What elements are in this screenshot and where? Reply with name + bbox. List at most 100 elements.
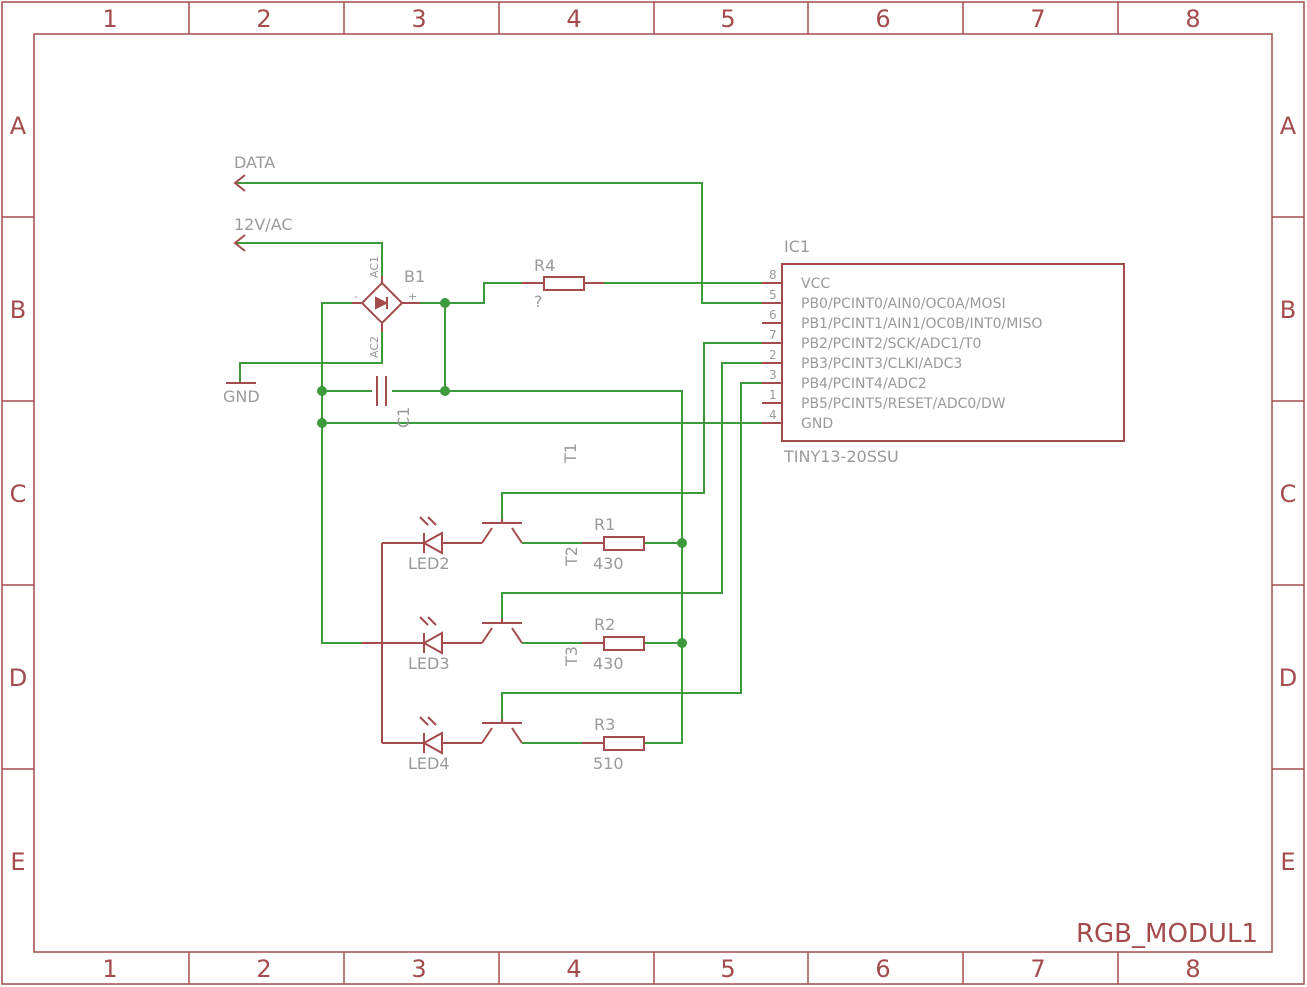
sheet-title: RGB_MODUL1 — [1076, 919, 1258, 949]
bridge-pin-ac1: AC1 — [368, 256, 381, 278]
ic-pin-number: 1 — [769, 388, 777, 402]
ic-body — [781, 263, 1125, 442]
junction-dot — [440, 386, 450, 396]
resistor-name: R1 — [594, 515, 615, 534]
junction-dot — [317, 386, 327, 396]
resistor-value: 430 — [593, 654, 624, 673]
row-label: B — [1280, 296, 1296, 324]
led-icon — [421, 731, 443, 755]
row-label: D — [9, 664, 27, 692]
junctions — [317, 298, 687, 648]
transistor-name: T2 — [562, 546, 581, 567]
resistor-icon — [543, 276, 585, 291]
ic-pin-label: VCC — [801, 276, 830, 292]
capacitor-c1: C1 — [376, 376, 413, 428]
transistor-name: T3 — [562, 646, 581, 667]
ic-pin-number: 4 — [769, 408, 777, 422]
resistor-icon — [603, 636, 645, 651]
supply-arrow-icon — [233, 234, 246, 252]
bridge-rectifier-b1: B1 AC1 AC2 + - — [352, 256, 425, 358]
column-label: 8 — [1185, 5, 1200, 33]
column-label: 1 — [102, 5, 117, 33]
ic-pin-number: 3 — [769, 368, 777, 382]
ic-pin-label: PB4/PCINT4/ADC2 — [801, 376, 927, 392]
column-label: 4 — [566, 5, 581, 33]
led-name: LED3 — [408, 654, 450, 673]
ic-pin-label: PB1/PCINT1/AIN1/OC0B/INT0/MISO — [801, 316, 1042, 332]
row-label: A — [1280, 112, 1297, 140]
row-label: C — [10, 480, 27, 508]
channel-3: LED4 R3 510 — [382, 715, 645, 773]
wire-bridge-plus — [420, 282, 522, 304]
row-label: E — [1280, 848, 1295, 876]
column-label: 5 — [720, 5, 735, 33]
column-label: 3 — [411, 955, 426, 983]
ic1-attiny13: IC1 TINY13-20SSU 8 VCC 5 PB0/PCINT0/AIN0… — [762, 237, 1125, 466]
row-label: B — [10, 296, 26, 324]
led-icon — [421, 631, 443, 655]
ic-pin-label: PB3/PCINT3/CLKI/ADC3 — [801, 356, 962, 372]
net-label-gnd: GND — [223, 387, 260, 406]
ic-pin-number: 5 — [769, 288, 777, 302]
junction-dot — [677, 638, 687, 648]
resistor-value: 510 — [593, 754, 624, 773]
r4-value: ? — [534, 292, 543, 311]
ic-pin-number: 8 — [769, 268, 777, 282]
net-label-supply: 12V/AC — [234, 215, 293, 234]
wire-12v — [235, 242, 383, 276]
c1-name: C1 — [394, 407, 413, 428]
inner-border — [33, 33, 1273, 953]
column-label: 2 — [256, 955, 271, 983]
column-label: 1 — [102, 955, 117, 983]
r4-name: R4 — [534, 256, 555, 275]
bridge-pin-minus: - — [354, 290, 358, 303]
resistor-icon — [603, 736, 645, 751]
net-label-data: DATA — [234, 153, 275, 172]
junction-dot — [317, 418, 327, 428]
junction-dot — [677, 538, 687, 548]
data-arrow-icon — [233, 174, 246, 192]
led-name: LED4 — [408, 754, 450, 773]
wire-data — [235, 182, 782, 304]
column-label: 2 — [256, 5, 271, 33]
ic-pin-number: 7 — [769, 328, 777, 342]
resistor-r4: R4 ? — [522, 256, 604, 311]
column-label: 3 — [411, 5, 426, 33]
bridge-name: B1 — [404, 267, 425, 286]
ic-pin-number: 6 — [769, 308, 777, 322]
wires — [235, 182, 782, 744]
resistor-value: 430 — [593, 554, 624, 573]
resistor-name: R2 — [594, 615, 615, 634]
junction-dot — [440, 298, 450, 308]
row-label: C — [1280, 480, 1297, 508]
column-label: 6 — [875, 5, 890, 33]
ic-name: IC1 — [784, 237, 810, 256]
net-labels: DATA 12V/AC GND — [223, 153, 293, 406]
column-label: 4 — [566, 955, 581, 983]
channel-2: LED3 T3 R2 430 — [362, 615, 645, 673]
bridge-pin-ac2: AC2 — [368, 336, 381, 358]
column-label: 8 — [1185, 955, 1200, 983]
resistor-icon — [603, 536, 645, 551]
wire-pin3 — [501, 382, 782, 719]
resistor-name: R3 — [594, 715, 615, 734]
ic-pin-number: 2 — [769, 348, 777, 362]
column-label: 5 — [720, 955, 735, 983]
column-label: 7 — [1030, 5, 1045, 33]
wire-gnd-ac2 — [239, 332, 383, 383]
row-label: E — [10, 848, 25, 876]
wire-left-rail — [321, 302, 362, 644]
column-label: 6 — [875, 955, 890, 983]
column-label: 7 — [1030, 955, 1045, 983]
led-icon — [421, 531, 443, 555]
wire-pin7 — [501, 342, 782, 519]
wire-c1-right — [392, 390, 683, 744]
ic-part: TINY13-20SSU — [783, 447, 899, 466]
ic-pin-label: PB5/PCINT5/RESET/ADC0/DW — [801, 396, 1006, 412]
ic-pin-label: PB2/PCINT2/SCK/ADC1/T0 — [801, 336, 981, 352]
ic-pin-label: PB0/PCINT0/AIN0/OC0A/MOSI — [801, 296, 1006, 312]
t1-name: T1 — [561, 443, 580, 464]
